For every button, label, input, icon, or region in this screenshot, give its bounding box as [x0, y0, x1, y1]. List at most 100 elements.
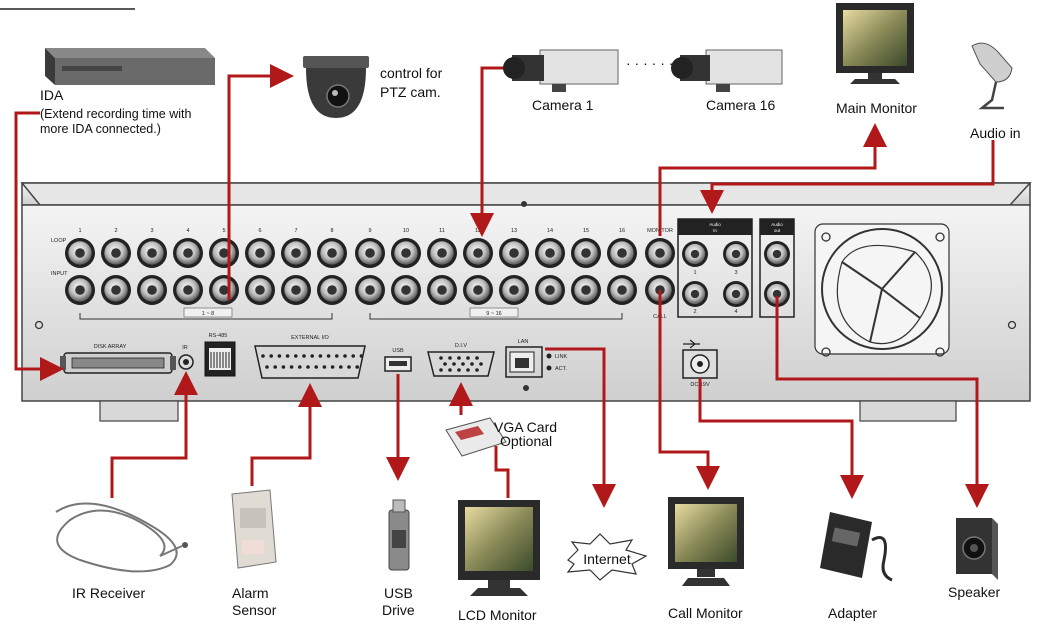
connector-pin: [322, 365, 327, 369]
bnc-input-connector: [571, 275, 601, 305]
ptz-label-line2: PTZ cam.: [380, 84, 441, 100]
internet-label: Internet: [583, 551, 631, 567]
channel-number: 1: [78, 228, 81, 234]
connector-pin: [277, 354, 282, 358]
connector-pin: [302, 354, 306, 358]
bnc-loop-connector: [427, 238, 457, 268]
wire-adapter: [698, 378, 864, 499]
wire-ida: [14, 111, 64, 381]
audio-out-box-label-1: Audio: [771, 222, 783, 227]
connector-pin: [318, 354, 323, 358]
connector-pin: [314, 365, 319, 369]
channel-number: 5: [222, 228, 225, 234]
bnc-loop-connector: [499, 238, 529, 268]
bnc-input-connector: [281, 275, 311, 305]
channel-number: 13: [511, 228, 517, 234]
channel-number: 7: [294, 228, 297, 234]
ida-desc-line1: (Extend recording time with: [40, 107, 192, 121]
channel-bank-brackets: 1 ~ 8 9 ~ 16: [79, 307, 623, 320]
connector-pin: [326, 354, 331, 358]
connector-pin: [443, 362, 447, 366]
connector-pin: [475, 356, 479, 360]
rca-audio-in-connector: [682, 281, 708, 307]
audio-in-mic-label: Audio in: [970, 125, 1021, 141]
bnc-loop-connector: [209, 238, 239, 268]
usb-drive-label-line1: USB: [384, 585, 413, 601]
audio-in-block: Audio In 1 3 2 4: [677, 218, 753, 318]
connector-pin: [330, 365, 335, 369]
usb-port: USB: [384, 348, 412, 372]
connector-pin: [261, 354, 265, 358]
audio-in-port-number: 1: [693, 270, 696, 276]
connector-pin: [359, 354, 364, 358]
main-monitor-icon: [836, 3, 914, 84]
internet-cloud-icon: [566, 533, 648, 581]
camera-16-label: Camera 16: [706, 97, 775, 113]
vga-card-label-line1: VGA Card: [494, 419, 557, 435]
adapter-label: Adapter: [828, 605, 877, 621]
wire-internet: [545, 347, 616, 508]
rca-audio-in-connector: [723, 241, 749, 267]
connector-pin: [281, 365, 286, 369]
ir-port: IR: [178, 345, 194, 370]
camera-1-icon: [503, 49, 619, 92]
ida-device: [45, 48, 215, 85]
link-led-label: LINK: [555, 354, 568, 360]
usb-port-label: USB: [392, 348, 404, 354]
loop-row-label: LOOP: [51, 238, 67, 244]
call-monitor-icon: [668, 497, 744, 586]
wire-main-monitor: [658, 123, 887, 236]
alarm-sensor-label-line2: Sensor: [232, 602, 277, 618]
rca-audio-out-connector: [764, 241, 790, 267]
connector-pin: [461, 362, 465, 366]
bank-left-label: 1 ~ 8: [202, 311, 214, 317]
vga-card-label-line2: Optional: [500, 433, 552, 449]
connector-pin: [439, 368, 443, 372]
ptz-camera-icon: [303, 56, 369, 118]
power-adapter-icon: [820, 512, 893, 582]
main-monitor-label: Main Monitor: [836, 100, 917, 116]
connector-pin: [466, 368, 470, 372]
vga-port-label: D.I.V: [455, 343, 468, 349]
wire-speaker: [775, 296, 989, 508]
bnc-input-connector: [101, 275, 131, 305]
camera-1-label: Camera 1: [532, 97, 594, 113]
speaker-icon: [956, 518, 998, 580]
camera-16-icon: [671, 49, 783, 92]
audio-in-port-number: 2: [693, 309, 696, 315]
channel-number: 15: [583, 228, 589, 234]
connector-pin: [294, 354, 298, 358]
wire-lcd: [494, 446, 510, 498]
bnc-input-connector: [499, 275, 529, 305]
ida-title: IDA: [40, 87, 64, 103]
bnc-loop-connector: [101, 238, 131, 268]
call-monitor-label: Call Monitor: [668, 605, 743, 621]
wire-call-monitor: [658, 290, 720, 490]
channel-number: 16: [619, 228, 625, 234]
bnc-input-connector: [391, 275, 421, 305]
bnc-loop-connector: [65, 238, 95, 268]
connector-pin: [479, 362, 483, 366]
ir-receiver-icon: [55, 502, 188, 573]
channel-number: 9: [368, 228, 371, 234]
bnc-loop-connector: [245, 238, 275, 268]
wire-ir-receiver: [110, 371, 198, 498]
connector-pin: [306, 365, 310, 369]
act-led-label: ACT.: [555, 366, 567, 372]
connector-pin: [347, 365, 351, 369]
bnc-input-connector: [65, 275, 95, 305]
bank-right-label: 9 ~ 16: [486, 311, 501, 317]
bnc-input-connector: [317, 275, 347, 305]
disk-array-connector: DISK ARRAY: [60, 344, 176, 374]
audio-in-port-number: 4: [734, 309, 737, 315]
channel-number: 4: [186, 228, 189, 234]
audio-out-box-label-2: out: [774, 228, 781, 233]
audio-in-box-label-2: In: [713, 228, 717, 233]
bnc-loop-connector: [173, 238, 203, 268]
wire-audio-in: [700, 140, 995, 214]
connector-pin: [457, 356, 461, 360]
camera-dots: · · · · · ·: [626, 55, 673, 71]
bnc-input-connector: [137, 275, 167, 305]
speaker-label: Speaker: [948, 584, 1000, 600]
